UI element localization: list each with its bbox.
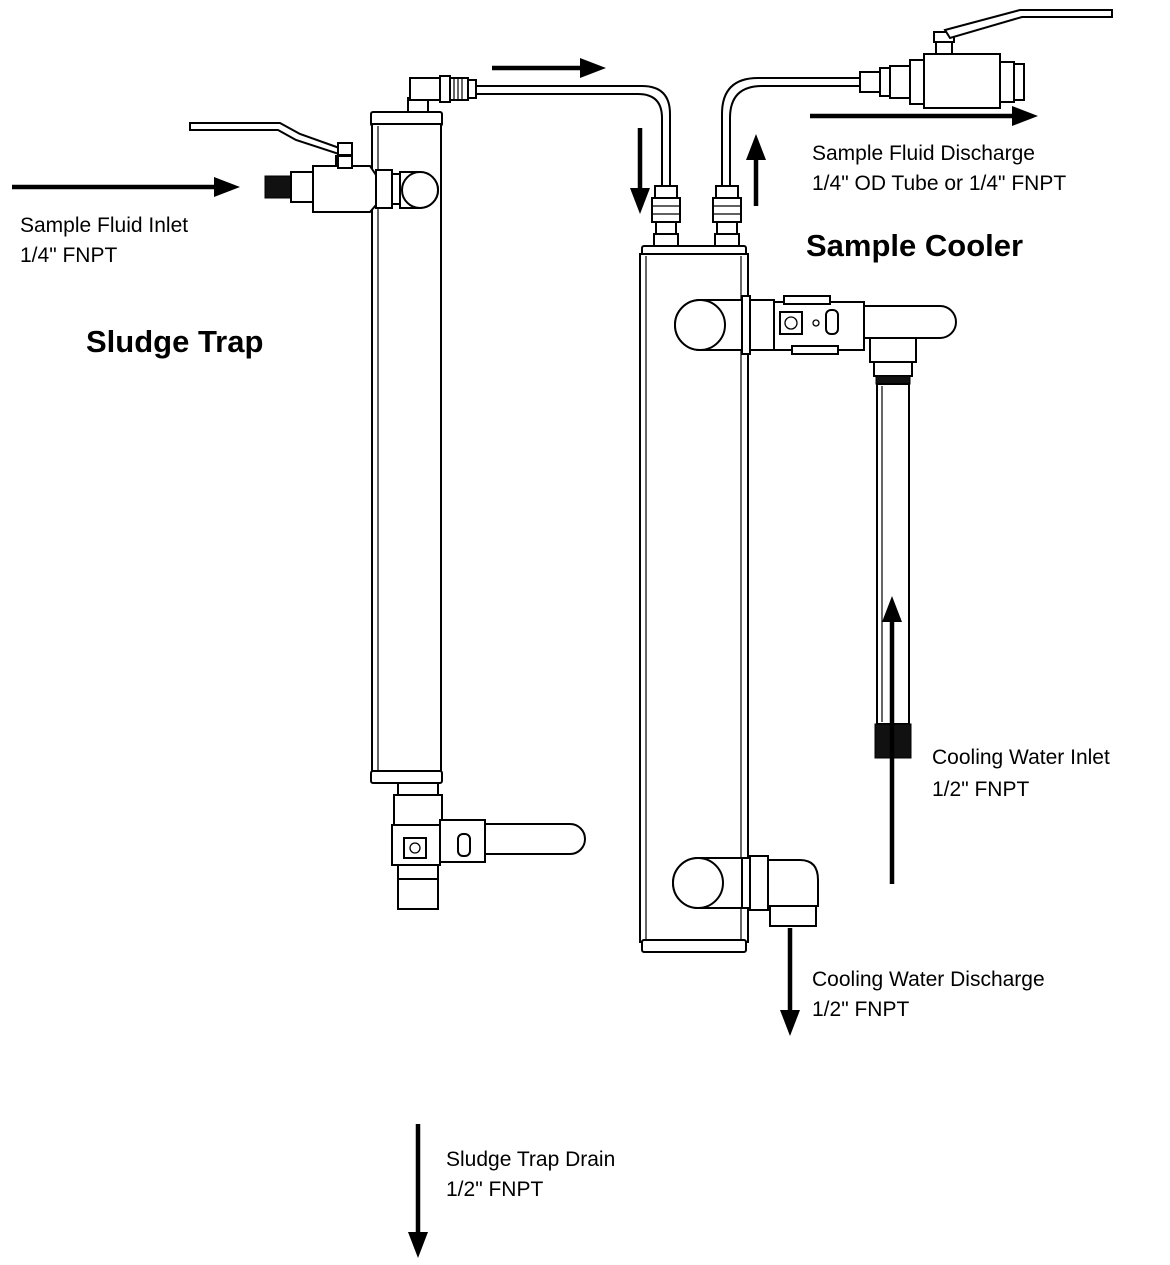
sludge-trap-drain-valve xyxy=(391,782,586,910)
sample-discharge-tube xyxy=(721,77,860,186)
transfer-tube xyxy=(476,85,671,186)
arrow-cooling-inlet xyxy=(882,596,902,884)
sludge-trap-top-elbow xyxy=(407,75,477,113)
cooling-discharge-size: 1/2" FNPT xyxy=(812,998,909,1021)
trap-drain-size: 1/2" FNPT xyxy=(446,1178,543,1201)
cooling-water-discharge-elbow xyxy=(672,855,819,927)
trap-drain-label: Sludge Trap Drain xyxy=(446,1148,615,1171)
cooling-discharge-label: Cooling Water Discharge xyxy=(812,968,1045,991)
arrow-sample-inlet xyxy=(12,177,240,197)
cooling-water-inlet-valve xyxy=(674,295,957,385)
sample-discharge-size: 1/4" OD Tube or 1/4" FNPT xyxy=(812,172,1066,195)
sample-discharge-label: Sample Fluid Discharge xyxy=(812,142,1035,165)
cooler-inlet-fitting xyxy=(651,185,681,247)
sample-inlet-size: 1/4" FNPT xyxy=(20,244,117,267)
arrow-trap-drain xyxy=(408,1124,428,1258)
arrow-cooling-discharge xyxy=(780,928,800,1036)
cooling-inlet-size: 1/2" FNPT xyxy=(932,778,1029,801)
sample-inlet-label: Sample Fluid Inlet xyxy=(20,214,188,237)
sample-discharge-valve xyxy=(859,9,1113,109)
arrow-sample-discharge xyxy=(810,106,1038,126)
arrow-discharge-up xyxy=(746,134,766,206)
arrow-transfer-down xyxy=(630,128,650,214)
sample-cooler xyxy=(639,245,749,953)
sludge-trap xyxy=(370,111,443,784)
cooler-outlet-fitting xyxy=(712,185,742,247)
cooling-inlet-label: Cooling Water Inlet xyxy=(932,746,1110,769)
arrow-transfer-right xyxy=(492,58,606,78)
sample-inlet-valve xyxy=(189,122,439,213)
sludge-trap-title: Sludge Trap xyxy=(86,324,263,359)
sample-cooler-title: Sample Cooler xyxy=(806,228,1023,263)
